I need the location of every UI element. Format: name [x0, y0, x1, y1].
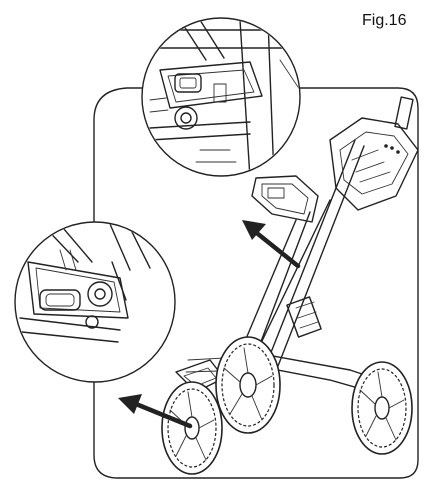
- golf-cart: [161, 96, 419, 475]
- detail-callout-top: [141, 17, 301, 177]
- outline-frame: [93, 87, 419, 479]
- handle-console: [329, 96, 419, 211]
- rear-right-wheel: [351, 361, 413, 455]
- direction-arrow-left: [118, 394, 193, 429]
- figure-label: Fig.16: [362, 12, 407, 29]
- tray: [251, 175, 319, 223]
- hinge-block: [286, 296, 322, 338]
- direction-arrow-up-left: [242, 220, 301, 269]
- rear-left-wheel: [215, 336, 281, 434]
- front-wheel: [161, 381, 223, 475]
- detail-callout-left: [14, 221, 176, 383]
